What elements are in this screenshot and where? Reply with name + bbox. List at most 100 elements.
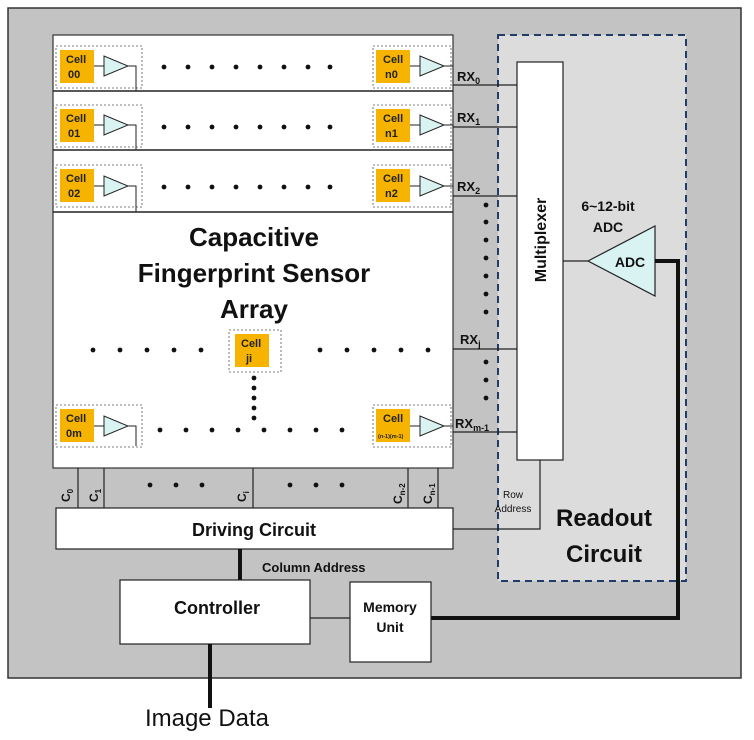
cell-n0-index: n0 (385, 69, 398, 81)
memory-unit-block (349, 581, 432, 663)
column-dots (147, 482, 345, 488)
array-title-line2: Fingerprint Sensor (138, 258, 371, 288)
rxm-label: RX (455, 416, 473, 431)
sensor-row-0: Cell 00 Cell n0 RX0 (53, 45, 517, 92)
rx1-subscript: 1 (475, 117, 480, 127)
svg-text:Cn-2: Cn-2 (391, 483, 407, 504)
cell-01-label: Cell (66, 113, 86, 125)
amplifier-n0 (419, 55, 446, 77)
col-cn2-subscript: n-2 (398, 483, 407, 496)
image-data-label: Image Data (145, 705, 270, 732)
row-2-dots (161, 184, 333, 190)
col-c1-subscript: 1 (94, 488, 103, 493)
controller-label: Controller (174, 598, 260, 618)
amplifier-n2 (419, 175, 446, 197)
memory-unit-line1: Memory (363, 599, 417, 615)
rx2-subscript: 2 (475, 186, 480, 196)
row-m-dots (157, 427, 345, 433)
array-title-line1: Capacitive (189, 222, 319, 252)
cell-00-label: Cell (66, 54, 86, 66)
readout-label-line2: Circuit (566, 541, 642, 568)
column-lines (77, 468, 439, 508)
amplifier-n1 (419, 114, 446, 136)
cell-02-label: Cell (66, 173, 86, 185)
svg-text:RX0: RX0 (457, 69, 480, 86)
row-j-dots (90, 347, 431, 353)
cell-0m-label: Cell (66, 413, 86, 425)
row-address-line1: Row (503, 490, 524, 501)
svg-text:RX1: RX1 (457, 110, 480, 127)
sensor-row-m: Cell 0m Cell (n-1)(m-1) RXm-1 (55, 404, 517, 448)
rxj-label: RX (460, 332, 478, 347)
col-ci-label: C (235, 493, 249, 502)
adc-to-memory-wire (431, 259, 680, 620)
svg-text:Cn-1: Cn-1 (421, 483, 437, 504)
driving-circuit-block (55, 507, 454, 550)
cell-n1 (376, 109, 410, 142)
adc-label: ADC (615, 254, 645, 270)
col-cn2-label: C (391, 495, 405, 504)
cell-n2-label: Cell (383, 173, 403, 185)
svg-text:C0: C0 (59, 488, 75, 502)
cell-n1-index: n1 (385, 128, 398, 140)
controller-block (119, 579, 311, 645)
cell-nm-index: (n-1)(m-1) (378, 434, 404, 440)
svg-text:RXm-1: RXm-1 (455, 416, 489, 433)
rx2-label: RX (457, 179, 475, 194)
svg-text:RX2: RX2 (457, 179, 480, 196)
col-c0-label: C (59, 493, 73, 502)
sensor-row-j: Cell ji RXj (90, 329, 517, 421)
adc-bits-line1: 6~12-bit (581, 198, 635, 214)
multiplexer-label: Multiplexer (533, 198, 550, 282)
cell-n0 (376, 50, 410, 83)
col-cn1-label: C (421, 495, 435, 504)
array-title-line3: Array (220, 294, 288, 324)
cell-n2-index: n2 (385, 188, 398, 200)
amplifier-02 (103, 175, 130, 197)
col-cn1-subscript: n-1 (428, 483, 437, 496)
row-address-line2: Address (495, 504, 532, 515)
col-c0-subscript: 0 (66, 488, 75, 493)
svg-text:Ci: Ci (235, 491, 251, 502)
rx1-label: RX (457, 110, 475, 125)
rxj-subscript: j (477, 339, 481, 349)
row-address-wire (453, 460, 541, 530)
cell-0m (60, 409, 94, 442)
cell-01-index: 01 (68, 128, 80, 140)
row-1-dots (161, 124, 333, 130)
readout-label-line1: Readout (556, 505, 652, 532)
col-c1-label: C (87, 493, 101, 502)
sensor-row-2: Cell 02 Cell n2 RX2 (53, 164, 517, 213)
rx0-label: RX (457, 69, 475, 84)
cell-01 (60, 109, 94, 142)
rxm-subscript: m-1 (473, 423, 489, 433)
svg-text:RXj: RXj (460, 332, 481, 349)
amplifier-0m (103, 415, 130, 437)
col-ci-subscript: i (242, 491, 251, 493)
cell-02-index: 02 (68, 188, 80, 200)
memory-unit-line2: Unit (376, 619, 404, 635)
cell-ji-label: Cell (241, 338, 261, 350)
rx0-subscript: 0 (475, 76, 480, 86)
column-address-label: Column Address (262, 560, 366, 575)
cell-02 (60, 169, 94, 202)
column-i-dots (251, 375, 257, 421)
driving-circuit-label: Driving Circuit (192, 520, 316, 540)
amplifier-00 (103, 55, 130, 77)
amplifier-01 (103, 114, 130, 136)
cell-n1-label: Cell (383, 113, 403, 125)
svg-text:C1: C1 (87, 488, 103, 502)
cell-n-1-m-1 (376, 409, 410, 442)
amplifier-nm (419, 415, 446, 437)
row-0-dots (161, 64, 333, 70)
adc-bits-line2: ADC (593, 219, 623, 235)
sensor-row-1: Cell 01 Cell n1 RX1 (53, 104, 517, 151)
cell-n0-label: Cell (383, 54, 403, 66)
cell-n2 (376, 169, 410, 202)
cell-ji (235, 334, 269, 367)
cell-nm-label: Cell (383, 413, 403, 425)
cell-ji-index: ji (245, 353, 252, 365)
cell-00-index: 00 (68, 69, 80, 81)
cell-0m-index: 0m (66, 428, 82, 440)
cell-00 (60, 50, 94, 83)
